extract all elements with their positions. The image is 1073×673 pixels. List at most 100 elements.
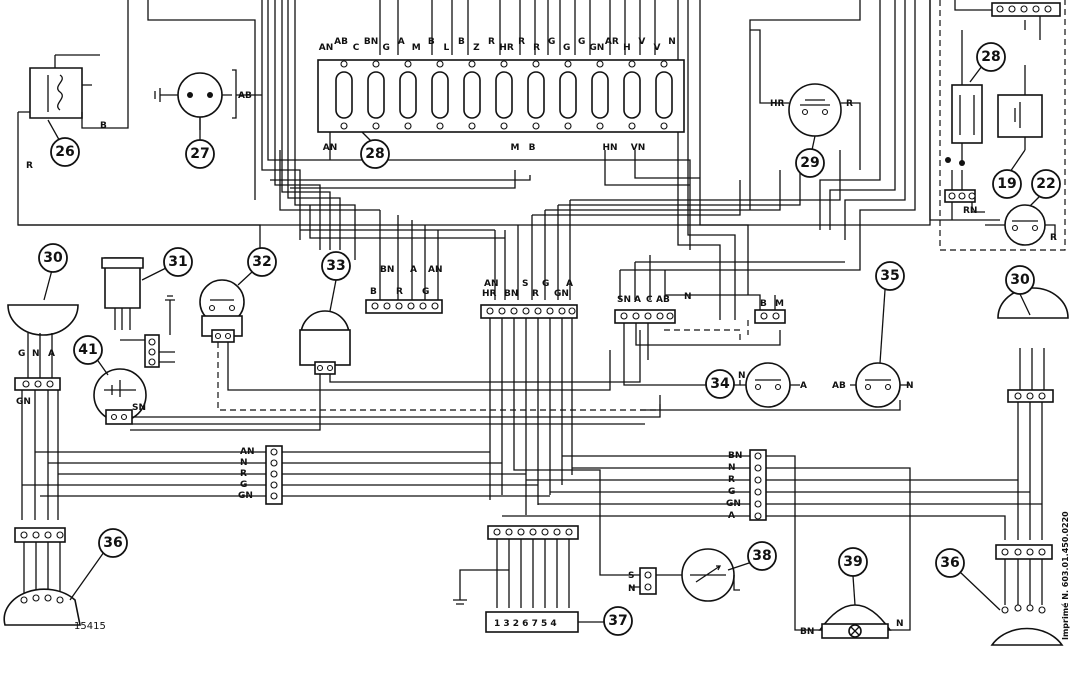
wire-label-c2-r: R <box>532 289 539 299</box>
cluster-bottom-label: B <box>529 143 536 153</box>
svg-text:28: 28 <box>981 49 1000 65</box>
bubble-28-right: 28 <box>969 42 1006 83</box>
wire-label-bn39: BN <box>800 627 814 637</box>
cluster-top-label: V <box>638 37 645 47</box>
svg-text:30: 30 <box>43 250 63 266</box>
cluster-top-label: R <box>488 37 495 47</box>
bubble-38: 38 <box>727 541 777 571</box>
bubble-30-left: 30 <box>38 243 68 301</box>
bubble-28-cluster: 28 <box>360 131 390 169</box>
wire-label-c2-hr: HR <box>482 289 497 299</box>
wire-label-c1-b: B <box>370 287 377 297</box>
cluster-pin-top <box>468 60 476 68</box>
wire-label-r26: R <box>26 161 33 171</box>
cluster-pin-bottom <box>628 122 636 130</box>
cluster-pin-top <box>532 60 540 68</box>
wire-label-gn41: GN <box>16 397 31 407</box>
cluster-bulb <box>559 71 577 119</box>
svg-text:35: 35 <box>880 268 899 284</box>
bubble-32: 32 <box>237 247 277 286</box>
wire-label-c2-s: S <box>522 279 528 289</box>
wire-label-c1-r: R <box>396 287 403 297</box>
cluster-bulb <box>367 71 385 119</box>
svg-text:19: 19 <box>997 176 1016 192</box>
cluster-bulb <box>463 71 481 119</box>
wire-label-n-right: N <box>728 463 736 473</box>
gauge-41 <box>93 368 661 425</box>
svg-text:32: 32 <box>252 254 271 270</box>
svg-text:31: 31 <box>168 254 187 270</box>
cluster-pin-bottom <box>500 122 508 130</box>
cluster-pin-bottom <box>340 122 348 130</box>
cluster-bulb <box>431 71 449 119</box>
wire-label-c3-a: A <box>634 295 641 305</box>
bubble-30-right: 30 <box>1005 265 1035 316</box>
cluster-bulb <box>335 71 353 119</box>
connector-block-1 <box>365 299 443 314</box>
wire-label-g30: G <box>18 349 25 359</box>
bubble-29: 29 <box>795 135 825 178</box>
svg-text:36: 36 <box>103 535 122 551</box>
cluster-pin-top <box>660 60 668 68</box>
cluster-top-label: AR <box>605 37 619 47</box>
connector-block-4 <box>664 309 786 340</box>
svg-text:28: 28 <box>365 146 384 162</box>
wire-label-n30: N <box>32 349 40 359</box>
wire-label-a34: A <box>800 381 807 391</box>
cluster-top-label: G <box>563 43 570 53</box>
wire-label-r29: R <box>846 99 853 109</box>
cluster-bulb <box>655 71 673 119</box>
lamp-27 <box>154 69 262 130</box>
wire-label-g-right: G <box>728 487 735 497</box>
switch-33 <box>130 310 641 431</box>
sender-38 <box>630 548 740 602</box>
svg-text:38: 38 <box>752 548 771 564</box>
lamp-36-left <box>3 527 81 626</box>
svg-text:39: 39 <box>843 554 862 570</box>
connector-right-center <box>502 449 1042 631</box>
wire-label-c3-n: N <box>684 292 692 302</box>
connector-block-2 <box>480 304 630 576</box>
bubble-36-right: 36 <box>935 548 1001 611</box>
lamp-39 <box>818 604 892 639</box>
cluster-bulb <box>399 71 417 119</box>
cluster-top-label: R <box>518 37 525 47</box>
wire-label-c2-g: G <box>542 279 549 289</box>
cluster-top-label: GN <box>589 43 604 53</box>
bubble-33: 33 <box>321 251 351 312</box>
cluster-bottom-label: VN <box>631 143 646 153</box>
wire-label-n38: N <box>628 584 636 594</box>
cluster-pin-top <box>340 60 348 68</box>
wire-label-n34: N <box>738 371 746 381</box>
cluster-top-label: N <box>668 37 676 47</box>
upper-harness-wires <box>17 0 1041 320</box>
cluster-top-label: G <box>578 37 585 47</box>
figure-number: 15415 <box>74 621 106 632</box>
wire-label-c3-ab: AB <box>656 295 670 305</box>
wire-label-ab27: AB <box>238 91 252 101</box>
bubble-22: 22 <box>1029 169 1061 207</box>
svg-text:33: 33 <box>326 258 345 274</box>
cluster-top-label: H <box>623 43 631 53</box>
wire-label-n-left: N <box>240 458 248 468</box>
svg-text:37: 37 <box>608 613 627 629</box>
wire-label-c4-b: B <box>760 299 767 309</box>
switch-35 <box>640 362 910 411</box>
cluster-top-label: BN <box>364 37 378 47</box>
cluster-bulb <box>591 71 609 119</box>
wire-label-b26: B <box>100 121 107 131</box>
cluster-bulb <box>623 71 641 119</box>
cluster-bulb-group <box>335 60 673 130</box>
bubble-36-left: 36 <box>69 528 128 601</box>
cluster-pin-bottom <box>660 122 668 130</box>
wire-label-c2-bn: BN <box>504 289 518 299</box>
right-module-panel <box>939 0 1066 251</box>
svg-text:22: 22 <box>1036 176 1055 192</box>
wire-label-ab35: AB <box>832 381 846 391</box>
bubble-34: 34 <box>705 369 735 399</box>
svg-text:36: 36 <box>940 555 959 571</box>
wire-label-c1-a: A <box>410 265 417 275</box>
